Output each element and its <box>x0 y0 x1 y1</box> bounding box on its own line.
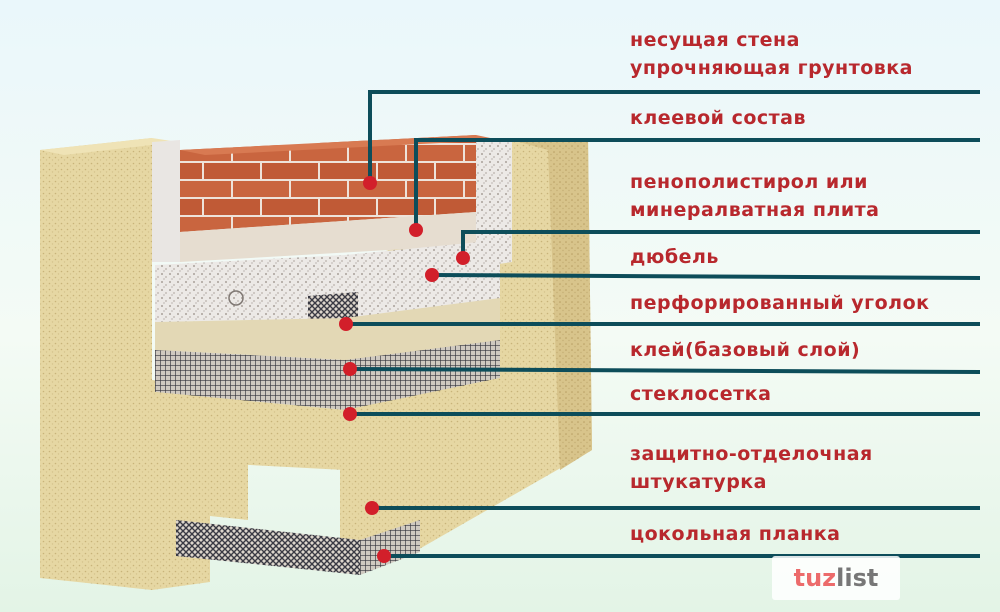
label-line: штукатурка <box>630 471 768 493</box>
adhesive-layer <box>180 212 476 262</box>
dot-plinth-strip <box>377 549 391 563</box>
foam-slab <box>155 240 500 322</box>
label-load-bearing-wall: несущая стена упрочняющая грунтовка <box>630 26 913 82</box>
leader-line-load-bearing-wall <box>368 90 980 183</box>
leader-lines <box>346 90 981 558</box>
plinth-strip-block <box>176 520 420 575</box>
label-plinth-strip: цокольная планка <box>630 520 841 548</box>
label-dowel: дюбель <box>630 243 719 271</box>
dot-perforated-corner <box>339 317 353 331</box>
label-fiberglass-mesh: стеклосетка <box>630 380 771 408</box>
label-adhesive: клеевой состав <box>630 104 806 132</box>
dot-adhesive <box>409 223 423 237</box>
label-base-glue: клей(базовый слой) <box>630 336 860 364</box>
label-line: пенополистирол или <box>630 171 868 193</box>
label-line: цокольная планка <box>630 523 841 545</box>
label-line: дюбель <box>630 246 719 268</box>
mesh-band <box>155 340 500 410</box>
dot-dowel <box>425 268 439 282</box>
label-insulation: пенополистирол или минералватная плита <box>630 168 880 224</box>
leader-line-adhesive <box>414 138 980 230</box>
label-line: клей(базовый слой) <box>630 339 861 361</box>
watermark-part1: tuz <box>793 564 837 592</box>
watermark-part2: list <box>836 564 879 592</box>
leader-line-base-glue <box>349 367 981 374</box>
finish-plaster-face <box>155 378 500 470</box>
label-line: клеевой состав <box>630 107 807 129</box>
label-line: защитно-отделочная <box>630 443 873 465</box>
leader-line-dowel <box>431 273 981 280</box>
label-line: несущая стена <box>630 29 800 51</box>
label-line: перфорированный уголок <box>630 292 930 314</box>
label-finish-plaster: защитно-отделочная штукатурка <box>630 440 873 496</box>
leader-line-insulation <box>461 230 980 258</box>
dot-load-bearing-wall <box>363 176 377 190</box>
left-wall-block <box>40 138 248 590</box>
label-perforated-corner: перфорированный уголок <box>630 289 930 317</box>
label-line: упрочняющая грунтовка <box>630 57 913 79</box>
label-line: минералватная плита <box>630 199 880 221</box>
label-line: стеклосетка <box>630 383 772 405</box>
dot-fiberglass-mesh <box>343 407 357 421</box>
marker-dots <box>339 176 470 563</box>
dot-finish-plaster <box>365 501 379 515</box>
dot-base-glue <box>343 362 357 376</box>
dot-insulation <box>456 251 470 265</box>
base-glue-layer <box>155 298 500 360</box>
perforated-corner-block <box>308 292 358 322</box>
insulation-layer <box>152 140 512 268</box>
